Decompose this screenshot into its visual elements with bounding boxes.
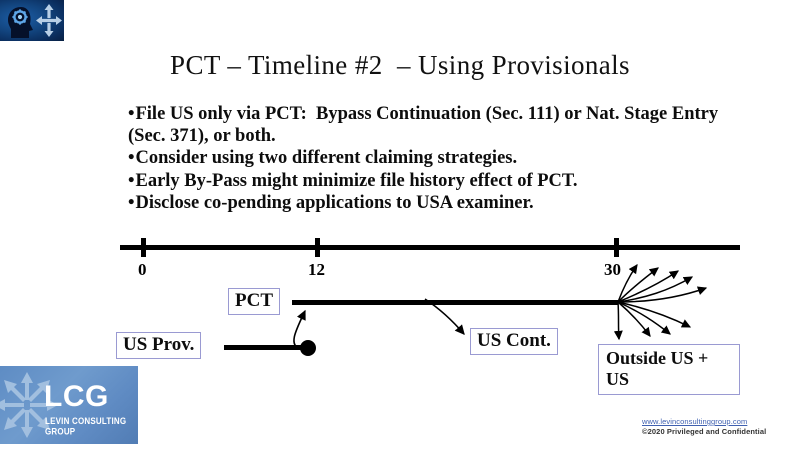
axis-tick-12 [315,238,320,257]
fan-arrow-8 [617,301,651,337]
label-box-pct: PCT [228,288,280,315]
axis-tick-0 [141,238,146,257]
brain-gear-icon [0,0,64,41]
bullet-list: File US only via PCT: Bypass Continuatio… [128,104,728,216]
footer: www.levinconsultinggroup.com ©2020 Privi… [642,417,766,436]
head-silhouette-icon [8,7,33,38]
us-prov-phase-line [224,345,310,350]
label-box-us-cont: US Cont. [470,328,558,355]
pct-phase-line [292,300,618,305]
four-way-arrow-icon [36,4,62,37]
arrow-fan-group [613,264,708,341]
fan-arrow-3 [617,270,679,303]
copyright-text: ©2020 Privileged and Confidential [642,427,767,436]
label-box-outside-us: Outside US + US [598,344,740,395]
fan-arrow-4 [617,276,694,303]
fan-arrow-7 [617,301,671,335]
website-link[interactable]: www.levinconsultinggroup.com [642,417,748,426]
fan-arrow-6 [617,301,692,328]
axis-label-0: 0 [138,260,147,279]
axis-tick-30 [614,238,619,257]
lcg-arrow-star-icon [0,372,58,438]
axis-label-30: 30 [604,260,621,279]
fan-arrow-9 [613,301,623,341]
label-box-us-prov: US Prov. [116,332,202,359]
lcg-logo: LCG LEVIN CONSULTING GROUP [0,366,138,444]
list-item: File US only via PCT: Bypass Continuatio… [128,104,728,147]
us-prov-end-dot [300,340,316,356]
axis-label-12: 12 [308,260,325,279]
list-item: Disclose co-pending applications to USA … [128,193,728,215]
list-item: Consider using two different claiming st… [128,148,728,170]
timeline-axis [120,245,740,250]
fan-arrow-2 [617,267,659,303]
fan-arrow-5 [617,286,708,303]
lcg-wordmark: LCG [44,380,109,413]
lcg-tagline: LEVIN CONSULTING GROUP [45,416,127,437]
list-item: Early By-Pass might minimize file histor… [128,171,728,193]
page-title: PCT – Timeline #2 – Using Provisionals [170,50,630,80]
